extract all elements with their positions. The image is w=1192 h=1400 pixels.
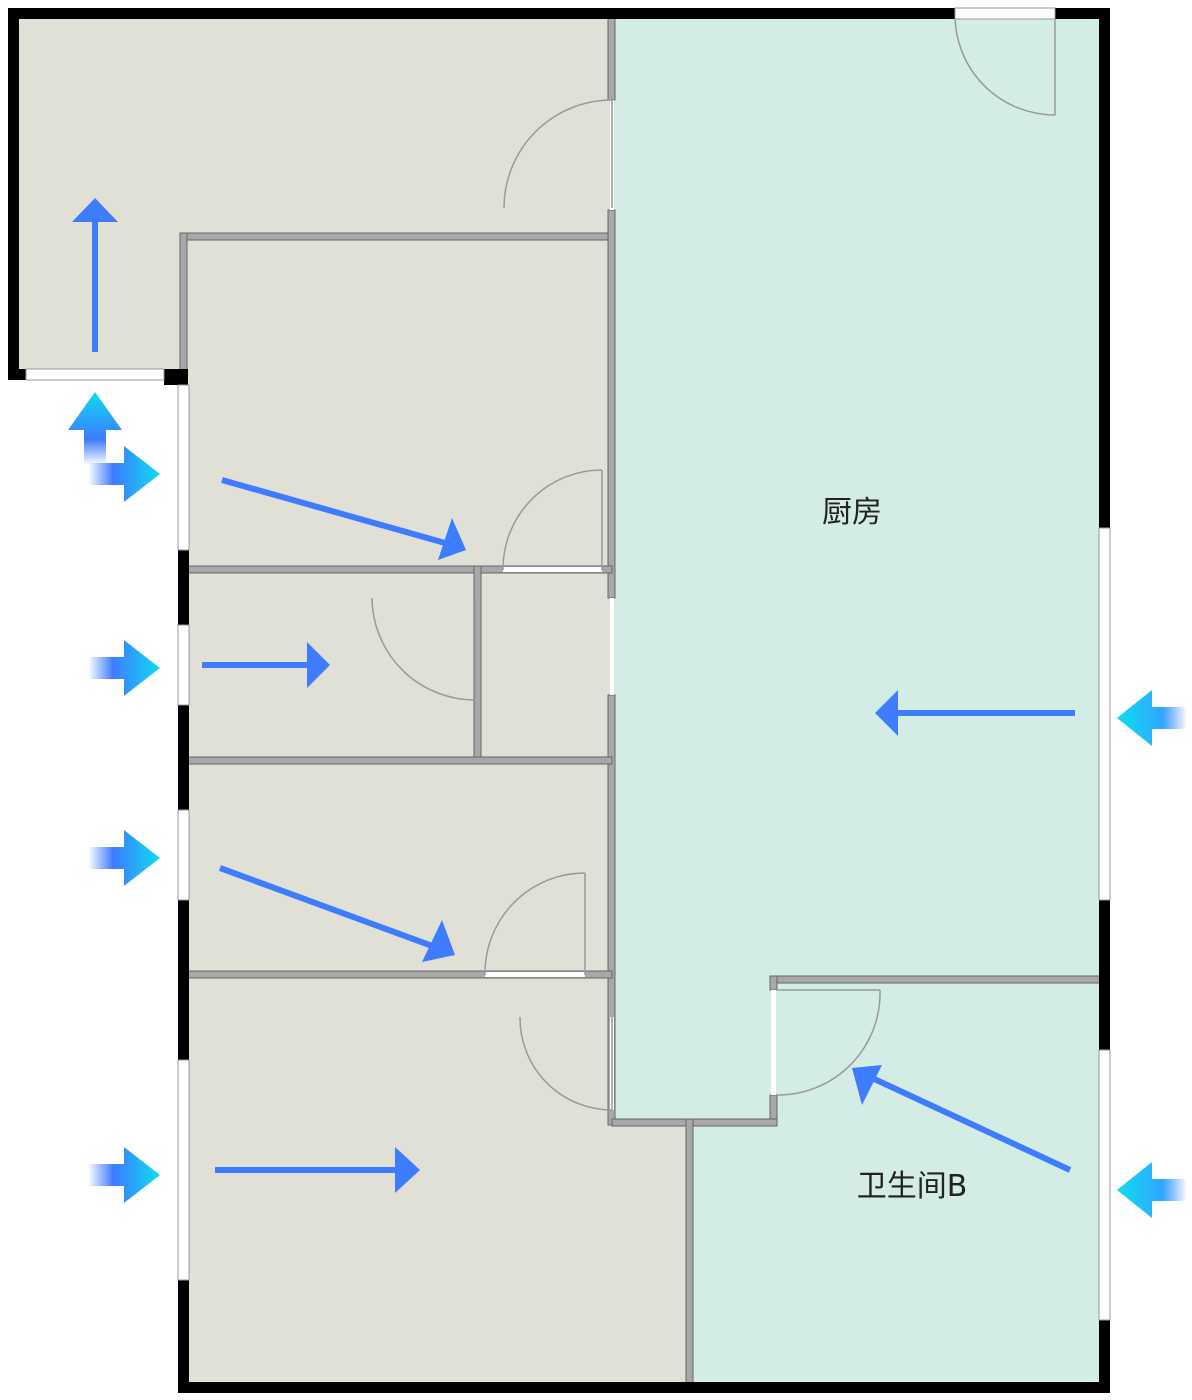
outer-walls (8, 8, 1110, 1393)
room-label-bathroom-b: 卫生间B (857, 1169, 968, 1204)
airflow-arrow-icon (68, 392, 1187, 1218)
window-icon (25, 7, 1111, 1321)
kitchen-area (612, 15, 1105, 1385)
direction-arrow-icon (72, 198, 1075, 1193)
room-label-kitchen: 厨房 (822, 495, 882, 530)
door-swing-icon (371, 14, 1056, 1111)
